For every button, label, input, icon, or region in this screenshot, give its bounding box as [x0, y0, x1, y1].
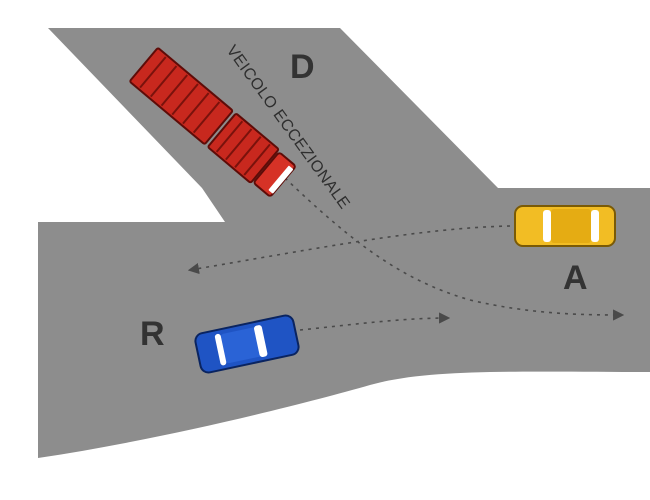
truck-d	[129, 47, 296, 197]
label-a: A	[563, 259, 588, 297]
label-r: R	[140, 315, 165, 353]
path-car-a	[187, 225, 511, 275]
edge-line-north-right	[363, 28, 650, 170]
label-d: D	[290, 48, 315, 86]
road-surface	[38, 28, 650, 458]
path-car-r	[299, 312, 451, 331]
car-a	[514, 205, 616, 247]
edge-line-north-left	[18, 36, 192, 208]
car-r	[194, 314, 300, 374]
path-truck-d	[284, 177, 625, 321]
edge-line-south	[37, 382, 650, 476]
